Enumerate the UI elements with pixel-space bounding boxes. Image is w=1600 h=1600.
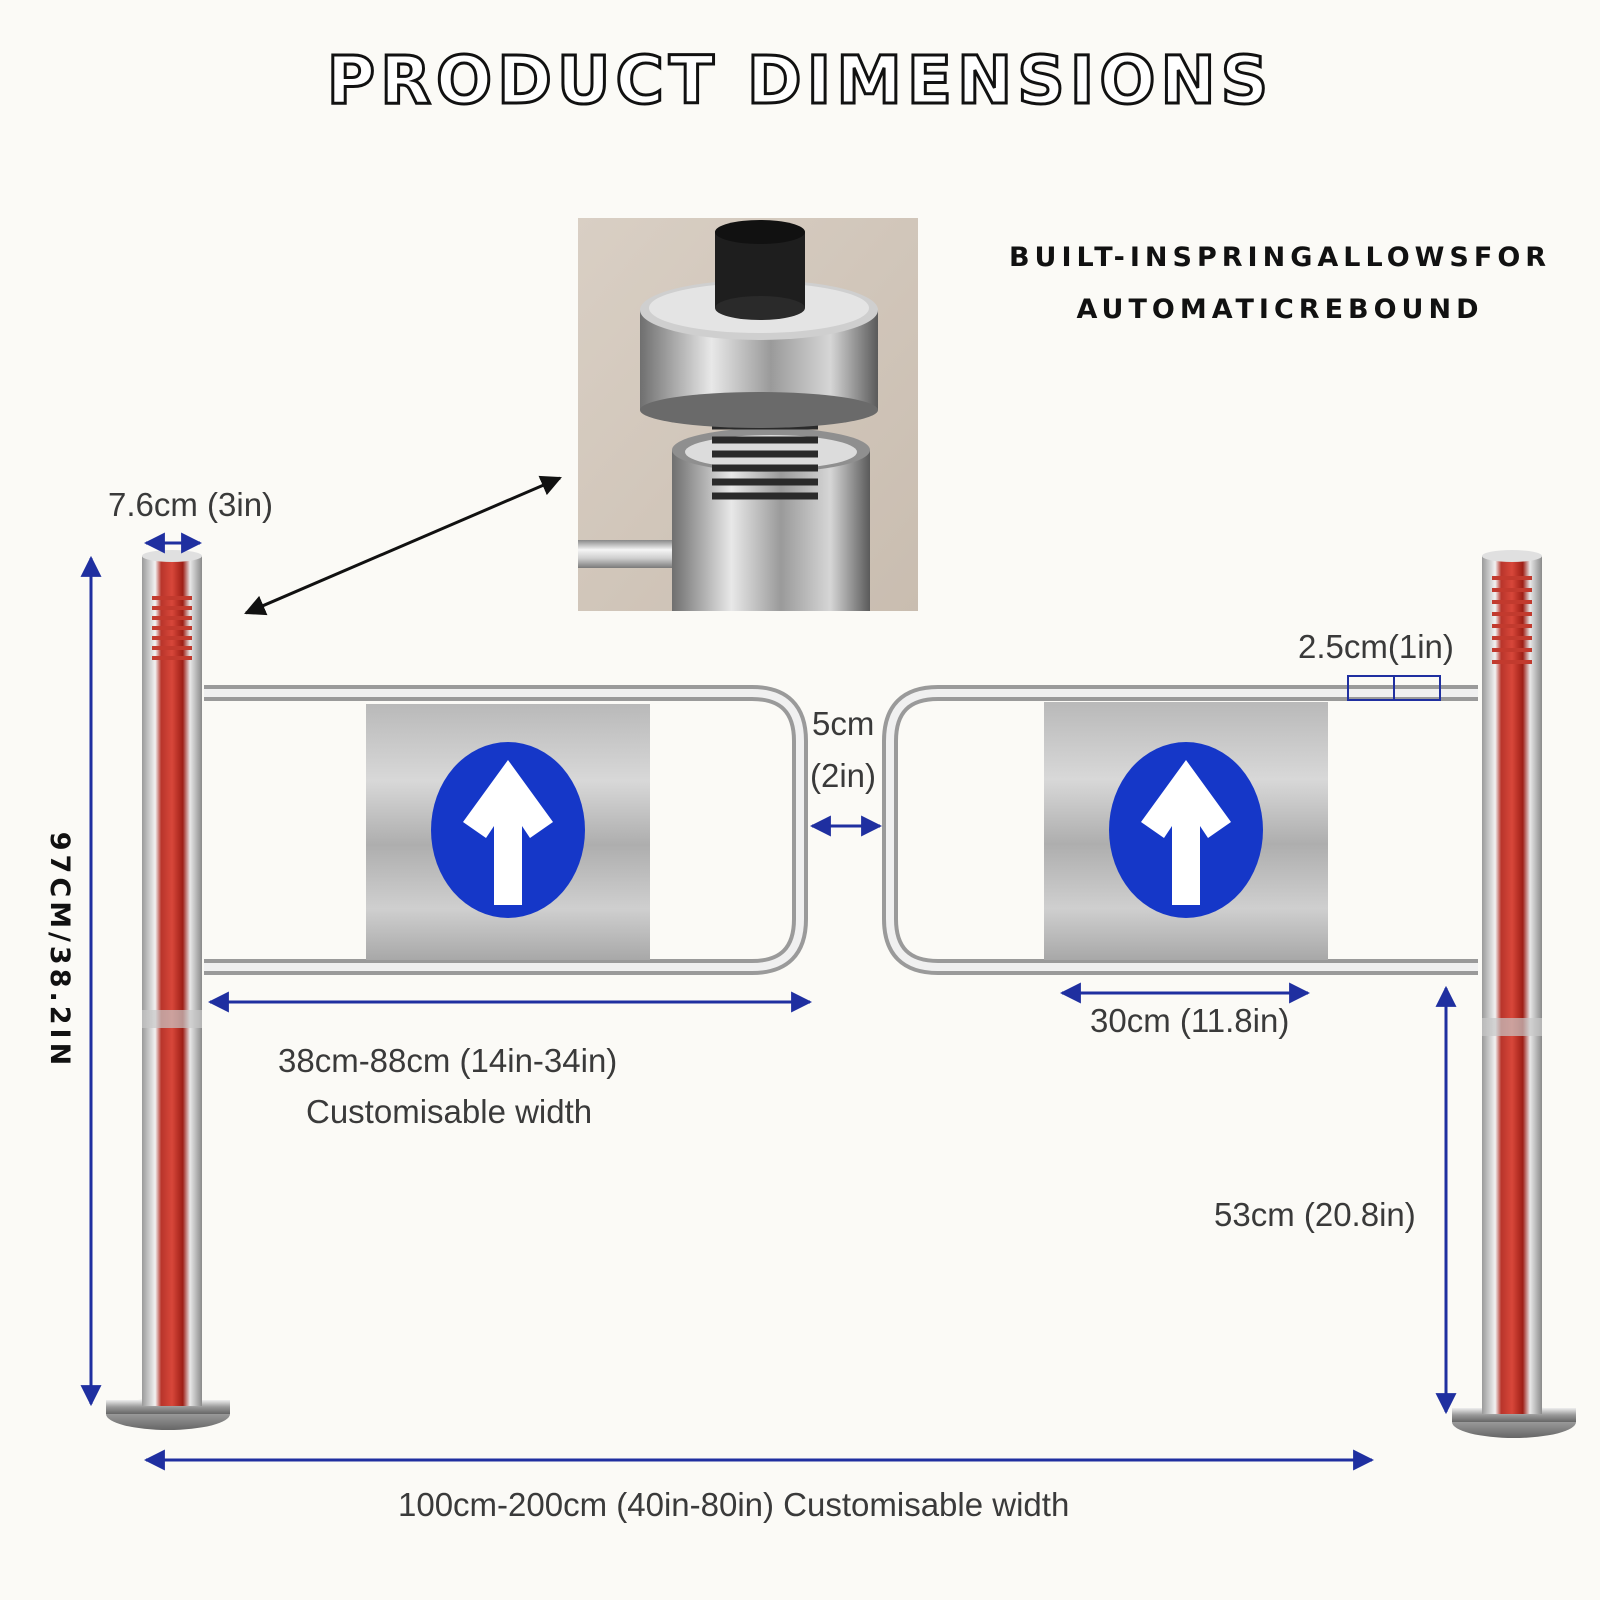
callout-arrow <box>244 475 562 616</box>
post-diameter-label: 7.6cm (3in) <box>108 486 274 523</box>
up-arrow-icon <box>431 742 585 918</box>
bottom-clearance-label: 53cm (20.8in) <box>1214 1196 1416 1233</box>
spring-note: BUILT-INSPRINGALLOWSFOR AUTOMATICREBOUND <box>1000 232 1560 336</box>
total-width-label: 100cm-200cm (40in-80in) Customisable wid… <box>398 1486 1070 1523</box>
spring-closeup-photo <box>578 218 918 611</box>
tube-diameter-label: 2.5cm(1in) <box>1298 628 1454 665</box>
left-post <box>106 550 230 1430</box>
sign-width-label: 30cm (11.8in) <box>1090 1002 1290 1039</box>
gap-label-line1: 5cm <box>812 705 875 742</box>
gate-width-label-line2: Customisable width <box>306 1093 593 1130</box>
right-gate <box>882 685 1478 975</box>
right-post <box>1452 550 1576 1438</box>
left-gate <box>204 685 808 975</box>
page-title: PRODUCT DIMENSIONS <box>325 41 1274 121</box>
height-label-text: 97CM/38.2IN <box>44 831 76 1069</box>
height-label: 97CM/38.2IN <box>10 800 110 1100</box>
gate-width-label-line1: 38cm-88cm (14in-34in) <box>278 1042 618 1079</box>
tube-diameter-marker <box>1347 675 1441 701</box>
spring-note-line2: AUTOMATICREBOUND <box>1076 294 1484 325</box>
dimension-lines <box>80 532 1457 1471</box>
gap-label-line2: (2in) <box>810 757 877 794</box>
up-arrow-icon <box>1109 742 1263 918</box>
spring-note-line1: BUILT-INSPRINGALLOWSFOR <box>1008 242 1552 273</box>
